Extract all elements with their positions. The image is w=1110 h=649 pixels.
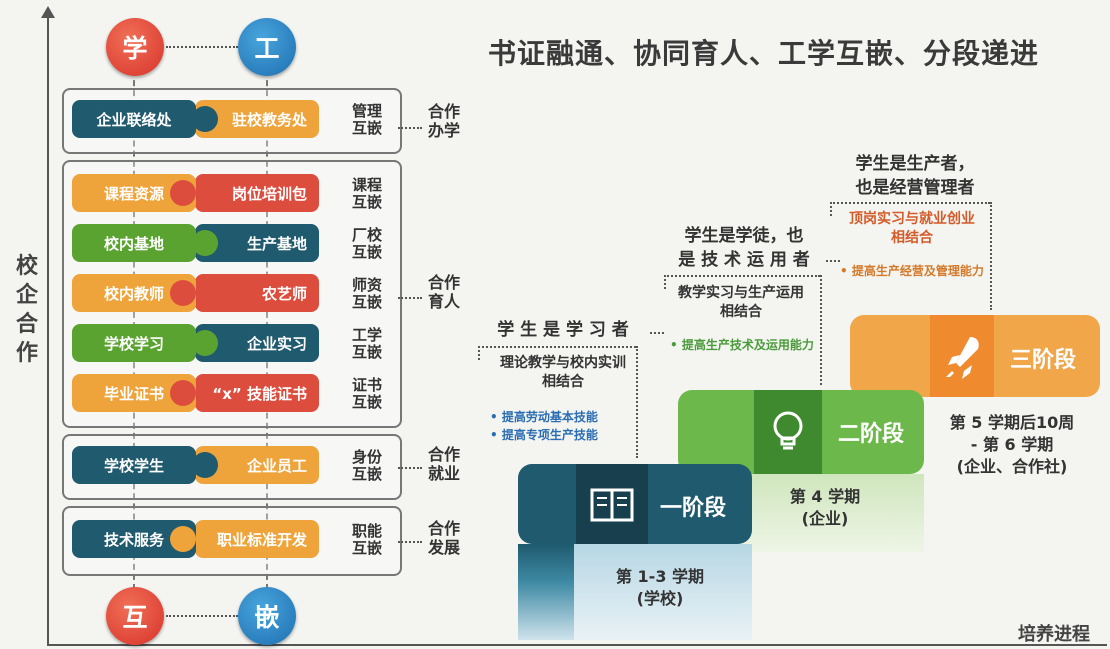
circle-hu: 互: [106, 587, 164, 645]
stage3-bracket-right: [990, 202, 992, 310]
x-axis-line: [47, 644, 1107, 646]
stage1-role: 学 生 是 学 习 者: [497, 320, 629, 340]
stage2-period-block: 第 4 学期 (企业): [760, 486, 890, 530]
row-left-pill: 学校学生: [72, 446, 196, 484]
stage2-role-line1: 学生是学徒，也: [684, 226, 804, 246]
row-tag: 身份互嵌: [351, 448, 382, 483]
stage1-bullets: • 提高劳动基本技能 • 提高专项生产技能: [490, 408, 640, 444]
row-left-pill: 企业联络处: [72, 100, 196, 138]
row-tag: 管理互嵌: [351, 102, 382, 137]
stage3-bullet: • 提高生产经营及管理能力: [840, 264, 984, 278]
stage3-bracket-top: [830, 202, 990, 204]
y-axis-line: [47, 14, 49, 646]
row-connector: [192, 106, 218, 132]
stage1-role-dot: [650, 332, 664, 334]
y-axis-arrow: [41, 6, 55, 18]
row-right-pill: 岗位培训包: [195, 174, 319, 212]
stage1-base-light: [574, 544, 752, 640]
rocket-icon: [946, 337, 979, 379]
stage3-role: 学生是生产者， 也是经营管理者: [830, 152, 1000, 200]
book-icon: [590, 488, 634, 522]
row-connector: [192, 330, 218, 356]
row-right-pill: “x” 技能证书: [195, 374, 319, 412]
stage3-role-line2: 也是经营管理者: [855, 178, 975, 198]
stage2-bracket-top: [664, 275, 820, 277]
row-tag: 师资互嵌: [351, 276, 382, 311]
stage3-bracket-left: [830, 202, 832, 216]
row-tag: 厂校互嵌: [351, 226, 382, 261]
x-axis-label: 培养进程: [1018, 624, 1090, 645]
stage1-bracket-top: [478, 346, 636, 348]
stage1-bullet: • 提高专项生产技能: [490, 428, 598, 442]
row-connector: [170, 526, 196, 552]
stage1-place: (学校): [636, 589, 684, 608]
stage3-icon-box: [930, 315, 994, 397]
row-connector: [170, 280, 196, 306]
stage1-icon-box: [576, 464, 648, 544]
stage3-role-line1: 学生是生产者，: [855, 154, 975, 174]
stage2-bullets: • 提高生产技术及运用能力: [670, 336, 816, 354]
stage2-desc: 教学实习与生产运用相结合: [678, 285, 804, 320]
stage3-title: 三阶段: [1010, 348, 1077, 373]
row-right-pill: 驻校教务处: [195, 100, 319, 138]
row-left-pill: 课程资源: [72, 174, 196, 212]
stage2-place: (企业): [801, 509, 849, 528]
group-label-jiuye: 合作就业: [427, 445, 460, 483]
stage3-period: 第 5 学期后10周 - 第 6 学期 (企业、合作社): [922, 412, 1102, 478]
row-connector: [170, 180, 196, 206]
top-dotted-link: [166, 46, 238, 48]
group-connector: [398, 297, 422, 299]
stage1-bracket-left: [478, 346, 482, 360]
row-right-pill: 职业标准开发: [195, 520, 319, 558]
y-axis-label: 校企合作: [15, 254, 38, 366]
stage3-period-line1: 第 5 学期后10周: [949, 413, 1075, 432]
stage2-role-line2: 是 技 术 运 用 者: [678, 250, 810, 270]
row-tag: 课程互嵌: [351, 176, 382, 211]
stage2-title: 二阶段: [838, 422, 905, 447]
row-left-pill: 校内基地: [72, 224, 196, 262]
row-tag: 工学互嵌: [351, 326, 382, 361]
stage1-desc: 理论教学与校内实训相结合: [500, 355, 626, 390]
row-connector: [192, 230, 218, 256]
stage1-period-block: 第 1-3 学期 (学校): [590, 566, 730, 610]
stage3-period-line2: - 第 6 学期: [970, 435, 1054, 454]
row-tag: 职能互嵌: [351, 522, 382, 557]
group-label-fazhan: 合作发展: [427, 519, 460, 557]
group-connector: [398, 127, 422, 129]
stage2-period: 第 4 学期: [789, 487, 861, 506]
row-left-pill: 校内教师: [72, 274, 196, 312]
stage3-desc: 顶岗实习与就业创业相结合: [849, 211, 975, 246]
stage2-icon-box: [754, 390, 822, 474]
circle-qian: 嵌: [238, 587, 296, 645]
stage1-bracket-right: [636, 346, 638, 458]
group-label-yuren: 合作育人: [427, 273, 460, 311]
group-connector: [398, 467, 422, 469]
group-connector: [398, 541, 422, 543]
circle-gong: 工: [238, 18, 296, 76]
row-connector: [192, 452, 218, 478]
lightbulb-icon: [773, 411, 803, 450]
stage2-role-dot: [826, 260, 840, 262]
stage2-role: 学生是学徒，也 是 技 术 运 用 者: [664, 224, 824, 272]
diagram-title: 书证融通、协同育人、工学互嵌、分段递进: [488, 37, 1040, 70]
stage2-bracket-left: [664, 275, 666, 289]
row-right-pill: 农艺师: [195, 274, 319, 312]
row-tag: 证书互嵌: [351, 376, 382, 411]
group-label-banxue: 合作办学: [427, 102, 460, 140]
row-connector: [170, 380, 196, 406]
stage1-title: 一阶段: [660, 496, 727, 521]
stage1-period: 第 1-3 学期: [615, 567, 705, 586]
row-left-pill: 学校学习: [72, 324, 196, 362]
stage2-bracket-right: [820, 275, 822, 385]
stage1-bullet: • 提高劳动基本技能: [490, 410, 598, 424]
stage3-place: (企业、合作社): [956, 457, 1068, 476]
stage2-bullet: • 提高生产技术及运用能力: [670, 338, 814, 352]
circle-xue: 学: [106, 18, 164, 76]
bottom-dotted-link: [166, 615, 238, 617]
stage3-bullets: • 提高生产经营及管理能力: [840, 262, 988, 280]
